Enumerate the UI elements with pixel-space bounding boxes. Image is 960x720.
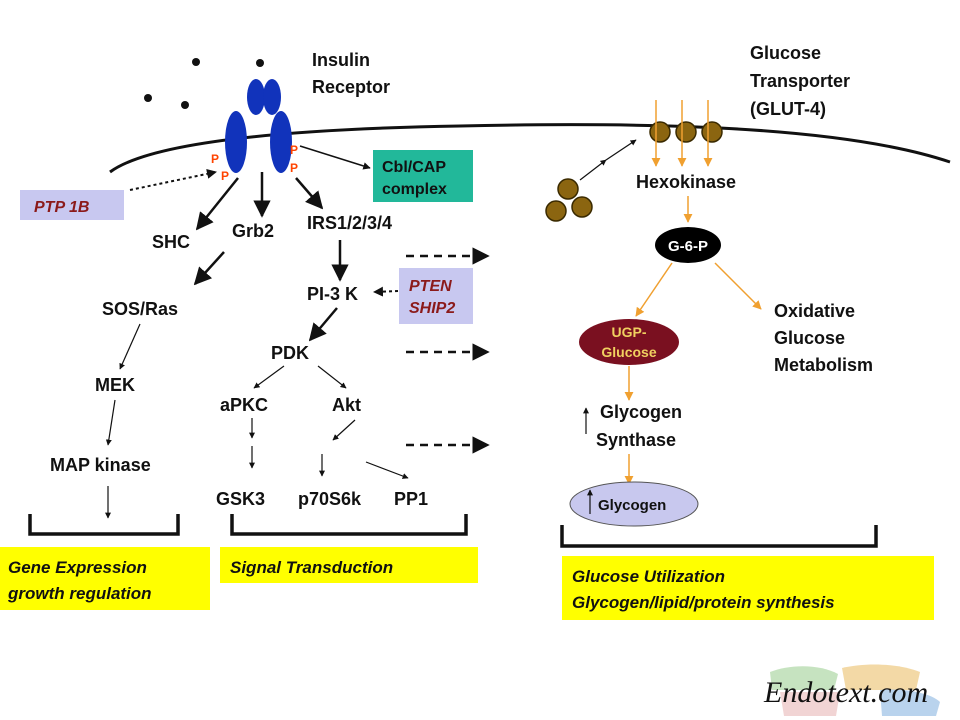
glycogen-synthase-label-1: Glycogen [600, 402, 682, 422]
glut4-label-3: (GLUT-4) [750, 99, 826, 119]
shc-label: SHC [152, 232, 190, 252]
vesicle-arrow-1 [579, 159, 607, 181]
glut4-vesicle-icon [545, 178, 593, 222]
pten-ship2-box [399, 268, 473, 324]
ugp-glucose-node [579, 319, 679, 365]
apkc-label: aPKC [220, 395, 268, 415]
arrow-to-ugp [635, 262, 673, 317]
arrow-to-pdk [308, 307, 338, 342]
gsk3-label: GSK3 [216, 489, 265, 509]
arrow-to-apkc [253, 365, 285, 389]
insulin-receptor-label-2: Receptor [312, 77, 390, 97]
gene-expression-label-1: Gene Expression [8, 558, 147, 577]
arrow-to-cbl [299, 145, 371, 170]
g6p-node [655, 227, 721, 263]
oxidative-label-2: Glucose [774, 328, 845, 348]
phospho-label: P [290, 143, 298, 157]
glut4-orange-arrows [651, 100, 713, 167]
insulin-molecules [144, 58, 264, 109]
cell-membrane [109, 123, 951, 174]
sos-ras-label: SOS/Ras [102, 299, 178, 319]
cbl-cap-box [373, 150, 473, 202]
bracket-signal-transduction [230, 514, 468, 536]
ugp-label-2: Glucose [601, 344, 656, 360]
phospho-marks: P P P P [211, 143, 298, 183]
phospho-label: P [211, 152, 219, 166]
insulin-receptor-icon [225, 79, 292, 173]
g6p-label: G-6-P [668, 238, 708, 255]
p70s6k-label: p70S6k [298, 489, 362, 509]
pten-label: PTEN [409, 278, 452, 295]
arrow-to-irs [295, 177, 324, 210]
pp1-label: PP1 [394, 489, 428, 509]
bracket-glucose-utilization [560, 525, 878, 548]
akt-label: Akt [332, 395, 361, 415]
arrow-to-shc [195, 177, 239, 231]
pdk-label: PDK [271, 343, 309, 363]
bracket-gene-expression [28, 514, 180, 536]
ship2-label: SHIP2 [409, 300, 455, 317]
gene-expression-label-2: growth regulation [7, 584, 152, 603]
glycogen-node [569, 481, 699, 527]
phospho-label: P [290, 161, 298, 175]
glycogen-label: Glycogen [598, 497, 666, 514]
oxidative-label-3: Metabolism [774, 355, 873, 375]
cbl-cap-label-2: complex [382, 181, 447, 198]
gene-expression-box [0, 547, 210, 610]
signal-transduction-box [220, 547, 478, 583]
ptp1b-label: PTP 1B [34, 199, 89, 216]
mek-label: MEK [95, 375, 135, 395]
hexokinase-label: Hexokinase [636, 172, 736, 192]
arrow-to-map-kinase [105, 399, 116, 446]
glucose-utilization-box [562, 556, 934, 620]
arrow-to-oxidative [714, 262, 762, 310]
arrow-to-pp1 [365, 461, 409, 479]
vesicle-arrow-2 [605, 139, 637, 161]
arrow-to-akt [317, 365, 347, 389]
map-kinase-label: MAP kinase [50, 455, 151, 475]
arrow-to-sos [193, 251, 225, 286]
glut4-transporter-icon [649, 121, 723, 143]
signal-transduction-label: Signal Transduction [230, 558, 393, 577]
glut4-label-2: Transporter [750, 71, 850, 91]
glut4-label-1: Glucose [750, 43, 821, 63]
phospho-label: P [221, 169, 229, 183]
glycogen-synthase-label-2: Synthase [596, 430, 676, 450]
oxidative-label-1: Oxidative [774, 301, 855, 321]
insulin-receptor-label-1: Insulin [312, 50, 370, 70]
glucose-utilization-label-1: Glucose Utilization [572, 567, 725, 586]
arrow-akt-down [332, 419, 356, 441]
arrow-to-mek [119, 323, 141, 370]
ugp-label-1: UGP- [612, 324, 647, 340]
ptp1b-arrow [129, 168, 217, 191]
irs-label: IRS1/2/3/4 [307, 213, 392, 233]
cbl-cap-label-1: Cbl/CAP [382, 159, 446, 176]
grb2-label: Grb2 [232, 221, 274, 241]
pi3k-label: PI-3 K [307, 284, 358, 304]
pten-inhibit-arrow [373, 286, 399, 297]
endotext-logo [770, 664, 940, 716]
glucose-utilization-label-2: Glycogen/lipid/protein synthesis [572, 593, 835, 612]
ptp1b-box [20, 190, 124, 220]
endotext-watermark: Endotext.com [763, 676, 928, 709]
